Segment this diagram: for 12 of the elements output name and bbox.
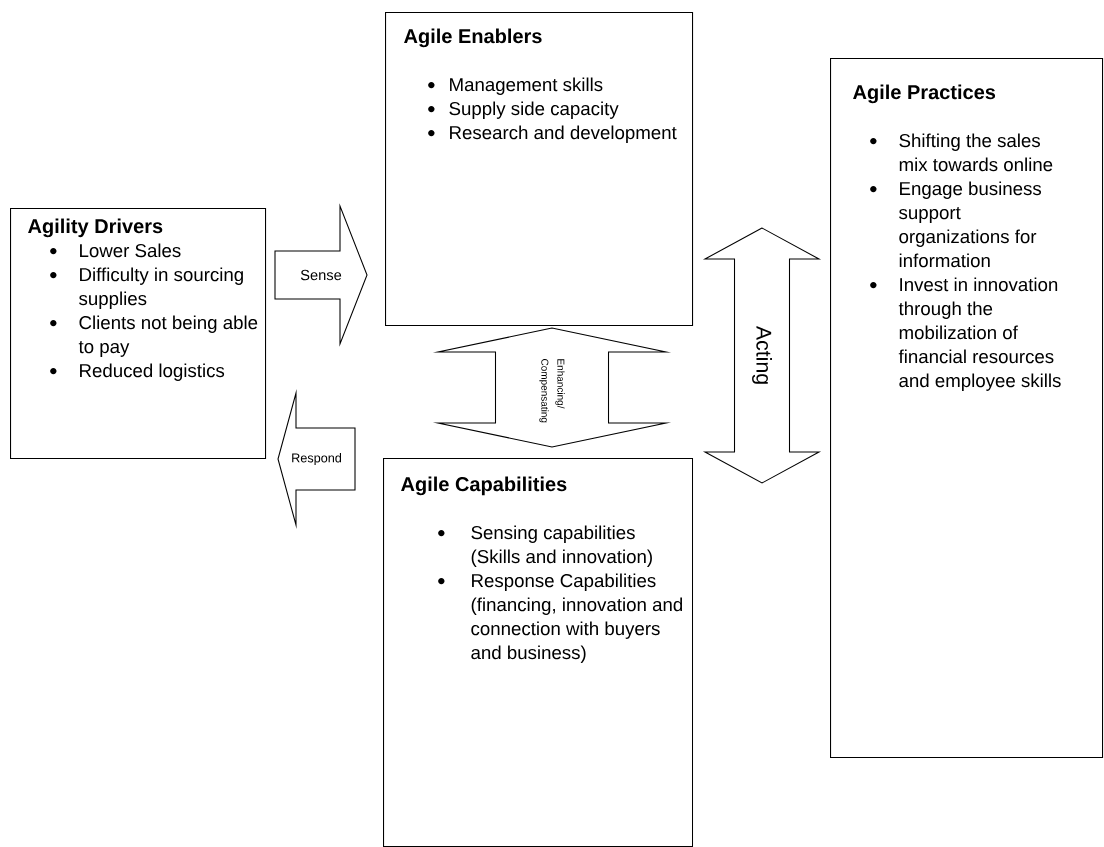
edge-label: Enhancing/ Compensating [539,359,565,423]
block-arrow [277,389,356,529]
text-box: Agility Drivers Lower Sales Difficulty in sourcing supplies Clients not being able to pay Reduced logistics [10,208,267,460]
block-arrow [702,227,822,484]
edge-label: Respond [292,453,342,465]
edge-label: Acting [752,325,772,384]
text-box: Agile Enablers Management skills Supply side capacity Research and development [385,12,694,327]
block-arrow [432,327,672,448]
text-box: Agile Practices Shifting the sales mix towards online Engage business support organizations for information Invest in innovation through the mobilization of financial resources and employee skills [830,58,1104,759]
edge-label: Sense [300,269,342,281]
text-box: Agile Capabilities Sensing capabilities (Skills and innovation) Response Capabilities (financing, innovation and connection with buyers and business) [383,458,694,847]
block-arrow [274,203,368,347]
